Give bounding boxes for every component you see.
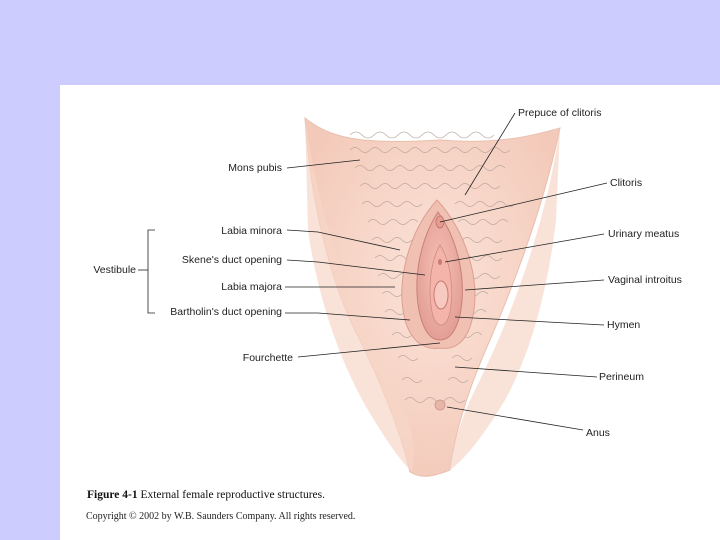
label-vaginal-introitus: Vaginal introitus xyxy=(608,274,682,286)
label-prepuce: Prepuce of clitoris xyxy=(518,107,601,119)
vestibule-bracket xyxy=(138,230,155,313)
label-mons-pubis: Mons pubis xyxy=(200,162,282,174)
urinary-meatus-shape xyxy=(438,259,442,265)
copyright-notice: Copyright © 2002 by W.B. Saunders Compan… xyxy=(86,511,355,522)
figure-caption: Figure 4-1 External female reproductive … xyxy=(87,489,325,501)
label-labia-minora: Labia minora xyxy=(190,225,282,237)
label-fourchette: Fourchette xyxy=(210,352,293,364)
figure-caption-text: External female reproductive structures. xyxy=(140,489,325,501)
label-bartholins-duct: Bartholin's duct opening xyxy=(150,306,282,318)
label-vestibule: Vestibule xyxy=(80,264,136,276)
anus-shape xyxy=(435,400,445,410)
label-urinary-meatus: Urinary meatus xyxy=(608,228,679,240)
label-clitoris: Clitoris xyxy=(610,177,642,189)
vaginal-introitus-shape xyxy=(434,281,448,309)
label-labia-majora: Labia majora xyxy=(190,281,282,293)
figure-number: Figure 4-1 xyxy=(87,489,138,501)
label-anus: Anus xyxy=(586,427,610,439)
label-perineum: Perineum xyxy=(599,371,644,383)
label-hymen: Hymen xyxy=(607,319,640,331)
label-skenes-duct: Skene's duct opening xyxy=(160,254,282,266)
